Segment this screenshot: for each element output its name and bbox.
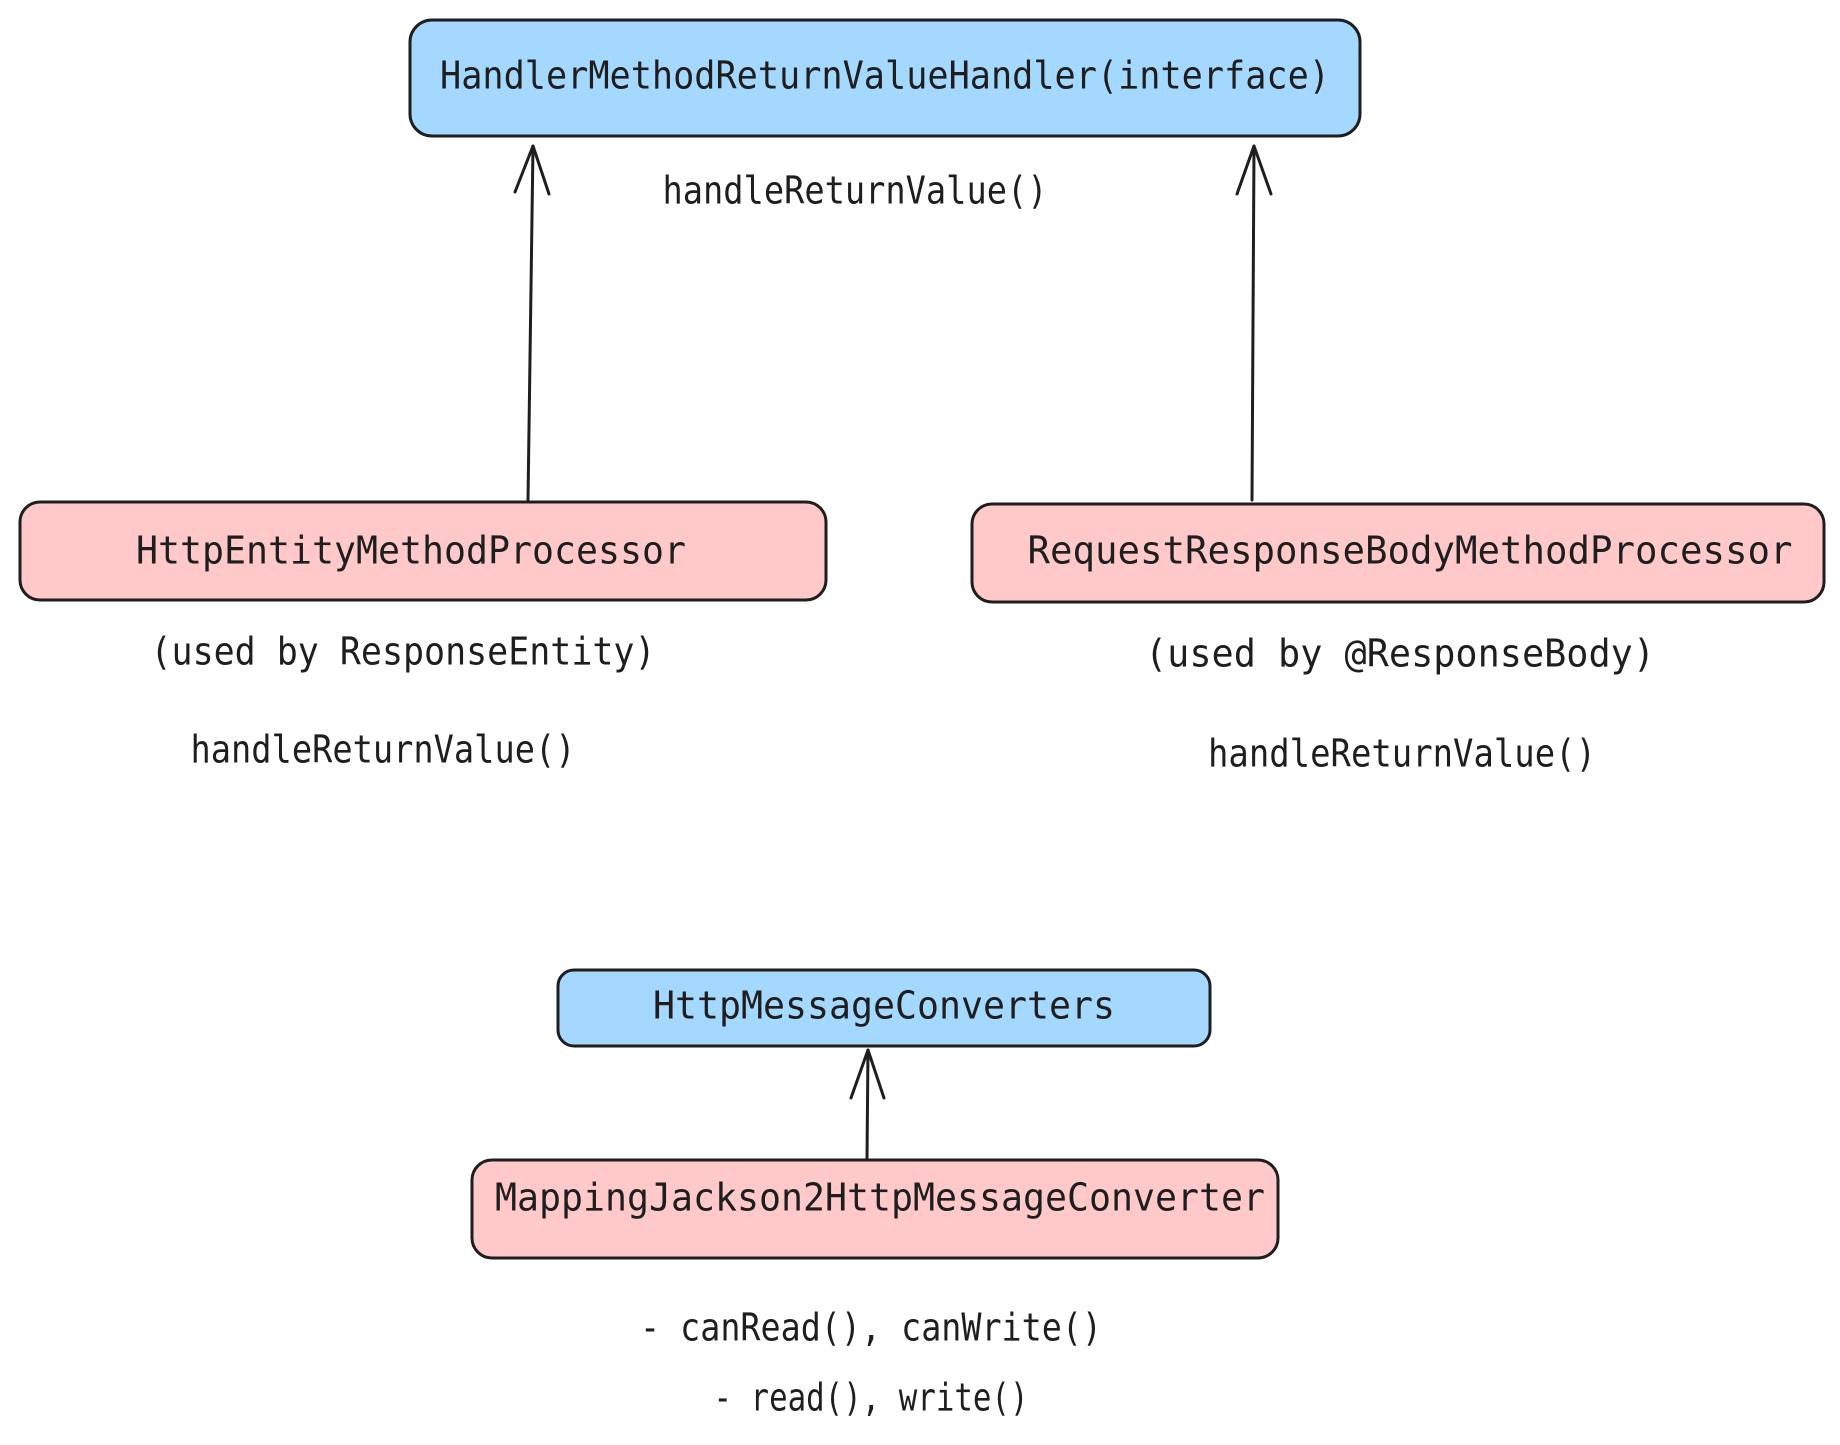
node-http-message-converters-label: HttpMessageConverters: [653, 984, 1115, 1028]
jackson-methods-note-1: - canRead(), canWrite(): [640, 1306, 1102, 1350]
edge-jackson-to-converters: [849, 1048, 886, 1160]
node-jackson-converter: MappingJackson2HttpMessageConverter: [470, 1158, 1280, 1260]
http-entity-used-by-note: (used by ResponseEntity): [151, 630, 656, 674]
node-handler-interface: HandlerMethodReturnValueHandler(interfac…: [408, 18, 1362, 138]
node-http-entity-processor-box: [18, 500, 828, 602]
node-http-message-converters-box: [556, 968, 1212, 1048]
edge-http-entity-to-interface: [513, 144, 551, 502]
node-http-message-converters: HttpMessageConverters: [556, 968, 1212, 1048]
node-rrb-processor: RequestResponseBodyMethodProcessor: [970, 502, 1826, 604]
node-jackson-converter-label: MappingJackson2HttpMessageConverter: [495, 1176, 1265, 1220]
interface-method-note: handleReturnValue(): [663, 169, 1048, 213]
node-handler-interface-label: HandlerMethodReturnValueHandler(interfac…: [440, 54, 1330, 98]
node-http-entity-processor: HttpEntityMethodProcessor: [18, 500, 828, 602]
jackson-methods-note-2: - read(), write(): [714, 1376, 1029, 1420]
node-jackson-converter-box: [470, 1158, 1280, 1260]
node-http-entity-processor-label: HttpEntityMethodProcessor: [136, 529, 686, 573]
node-rrb-processor-box: [970, 502, 1826, 604]
node-rrb-processor-label: RequestResponseBodyMethodProcessor: [1028, 529, 1793, 573]
rrb-used-by-note: (used by @ResponseBody): [1145, 632, 1655, 676]
edge-rrb-to-interface: [1235, 144, 1273, 502]
node-handler-interface-box: [408, 18, 1362, 138]
rrb-method-note: handleReturnValue(): [1208, 732, 1596, 776]
http-entity-method-note: handleReturnValue(): [191, 728, 576, 772]
